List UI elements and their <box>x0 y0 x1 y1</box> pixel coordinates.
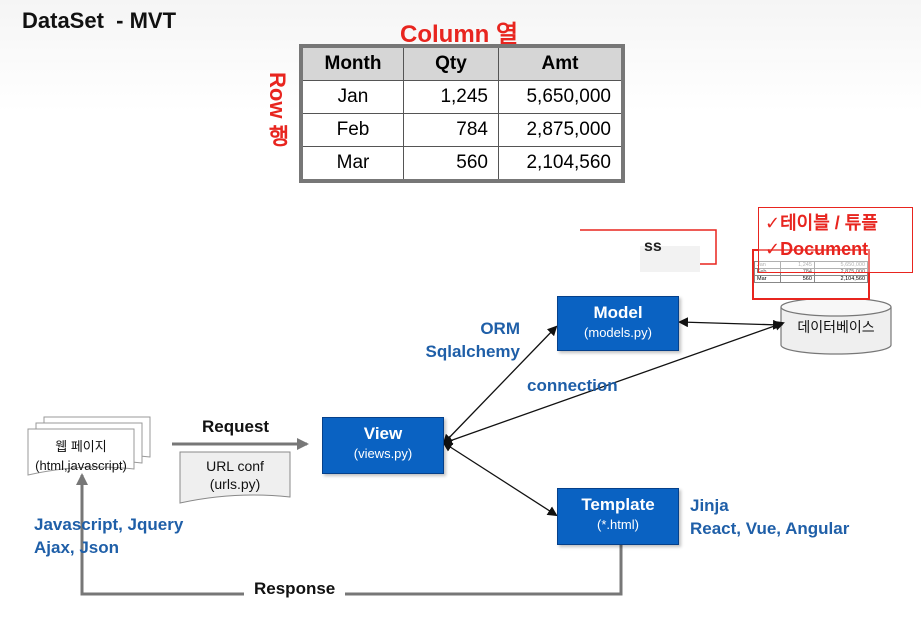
mini-table-cell: 2,104,560 <box>813 275 869 283</box>
database-cylinder <box>780 297 892 355</box>
orm-label: ORM Sqlalchemy <box>425 319 521 361</box>
table-header: Amt <box>498 45 624 81</box>
response-arrow <box>76 473 623 596</box>
table-cell: 2,875,000 <box>498 113 624 147</box>
template-engines-label: Jinja React, Vue, Angular <box>690 496 850 538</box>
urlconf-title: URL conf <box>206 458 264 474</box>
connection-label: connection <box>527 376 618 395</box>
row-label: Row 행 <box>265 72 290 147</box>
table-cell: 2,104,560 <box>498 146 624 182</box>
table-header: Qty <box>403 45 499 81</box>
database-label: 데이터베이스 <box>797 319 875 335</box>
table-header: Month <box>300 45 404 81</box>
table-cell: 560 <box>403 146 499 182</box>
urlconf-label: URL conf (urls.py) <box>180 458 290 492</box>
table-cell: 784 <box>403 113 499 147</box>
slide-title: DataSet - MVT <box>22 8 177 33</box>
mini-table-cell: 560 <box>780 275 815 283</box>
template-file: (*.html) <box>597 517 639 532</box>
model-name: Model <box>593 303 643 322</box>
checklist-item: ✓Document <box>765 239 869 259</box>
table-row: Feb 784 2,875,000 <box>300 113 624 147</box>
column-label: Column 열 <box>400 21 519 48</box>
webpage-documents <box>27 416 151 476</box>
webpage-subtitle: (html,javascript) <box>35 458 127 473</box>
table-row: Jan 1,245 5,650,000 <box>300 80 624 114</box>
partial-screenshot <box>640 246 700 272</box>
view-db-arrow <box>442 320 785 446</box>
view-template-arrow <box>442 441 558 517</box>
table-header-row: Month Qty Amt <box>300 45 624 81</box>
table-cell: 5,650,000 <box>498 80 624 114</box>
webpage-title: 웹 페이지 <box>55 439 107 454</box>
checklist-item: ✓테이블 / 튜플 <box>765 213 878 233</box>
view-file: (views.py) <box>353 446 413 461</box>
model-file: (models.py) <box>584 325 652 340</box>
model-box: Model (models.py) <box>557 296 679 351</box>
table-cell: 1,245 <box>403 80 499 114</box>
mini-table-row: Mar 560 2,104,560 <box>753 275 869 283</box>
template-name: Template <box>581 495 655 514</box>
view-name: View <box>363 424 403 443</box>
table-row: Mar 560 2,104,560 <box>300 146 624 182</box>
table-cell: Feb <box>300 113 404 147</box>
request-label: Request <box>202 417 270 436</box>
view-box: View (views.py) <box>322 417 444 474</box>
partial-text: ss <box>644 238 662 255</box>
urlconf-document <box>179 451 291 504</box>
mini-table-cell: Mar <box>753 275 782 283</box>
dataset-table: Month Qty Amt Jan 1,245 5,650,000 Feb 78… <box>299 44 625 183</box>
frontend-label: Javascript, Jquery Ajax, Json <box>34 515 184 557</box>
checklist-box: ✓테이블 / 튜플 ✓Document <box>758 207 913 273</box>
model-db-arrow <box>678 317 783 330</box>
response-label: Response <box>244 579 346 599</box>
webpage-label: 웹 페이지 (html,javascript) <box>28 436 134 473</box>
table-cell: Jan <box>300 80 404 114</box>
table-cell: Mar <box>300 146 404 182</box>
urlconf-file: (urls.py) <box>209 476 261 492</box>
template-box: Template (*.html) <box>557 488 679 545</box>
